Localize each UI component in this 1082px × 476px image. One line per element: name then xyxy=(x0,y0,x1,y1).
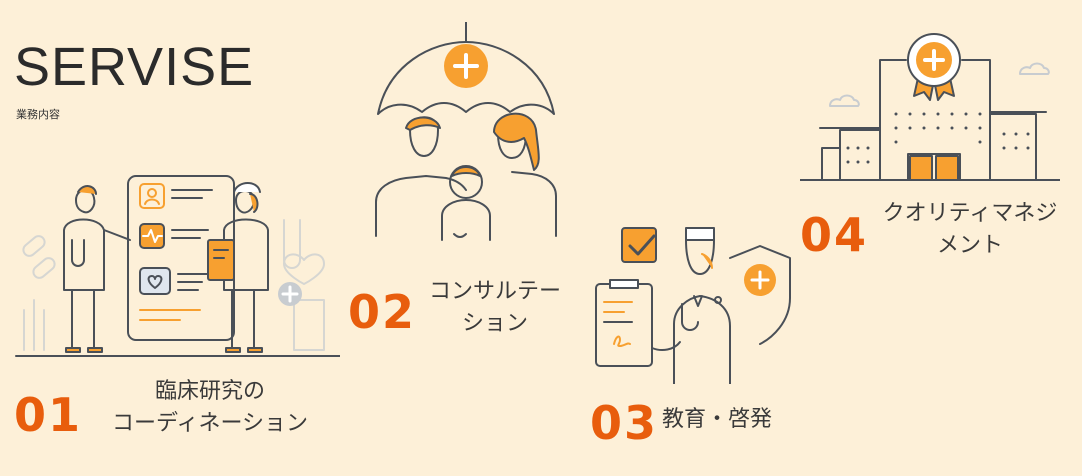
hospital-badge-icon xyxy=(800,33,1060,181)
service-label-02: コンサルテー ション xyxy=(420,276,570,340)
service-label-04-line-1: クオリティマネジ xyxy=(882,201,1058,226)
service-label-01-line-1: 臨床研究の xyxy=(154,379,265,404)
service-label-01: 臨床研究の コーディネーション xyxy=(100,376,320,440)
service-label-03: 教育・啓発 xyxy=(662,404,772,436)
page-title: SERVISE xyxy=(14,37,255,97)
doctor-nurse-icon xyxy=(15,175,340,357)
service-label-04: クオリティマネジ メント xyxy=(870,198,1070,262)
service-label-02-line-1: コンサルテー xyxy=(428,279,561,304)
service-label-03-line-1: 教育・啓発 xyxy=(662,407,773,432)
service-label-01-line-2: コーディネーション xyxy=(111,410,309,436)
service-number-04: 04 xyxy=(800,208,869,262)
service-number-01: 01 xyxy=(14,388,83,442)
page-subtitle: 業務内容 xyxy=(16,108,60,121)
service-number-02: 02 xyxy=(348,285,417,339)
service-label-02-line-2: ション xyxy=(461,310,528,336)
doctor-shield-icon xyxy=(595,227,791,384)
service-number-03: 03 xyxy=(590,396,659,450)
family-umbrella-icon xyxy=(375,22,557,241)
service-label-04-line-2: メント xyxy=(936,232,1003,258)
